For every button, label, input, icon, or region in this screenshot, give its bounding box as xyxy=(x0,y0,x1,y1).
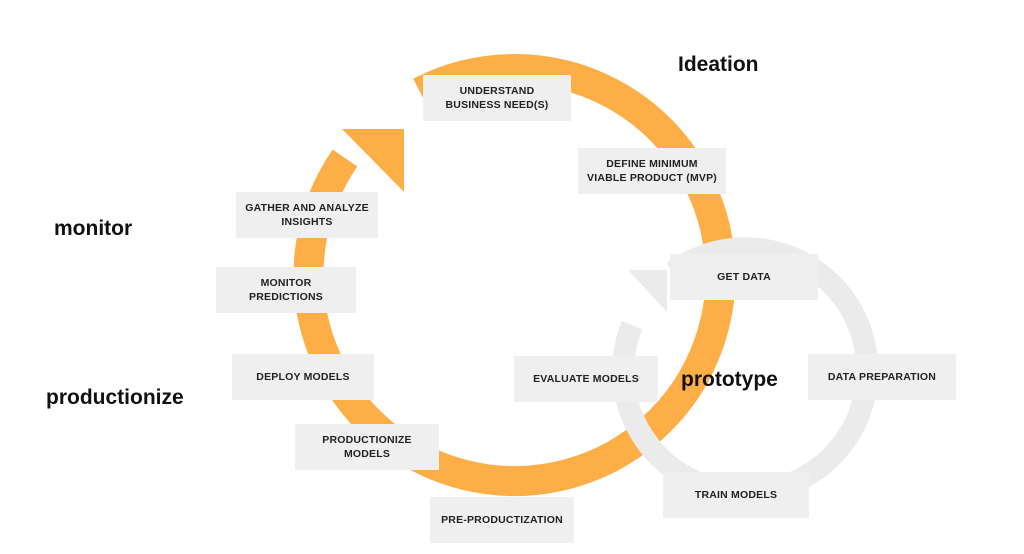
step-data-preparation: DATA PREPARATION xyxy=(808,354,956,400)
step-train-models: TRAIN MODELS xyxy=(663,472,809,518)
outer-cycle-arrowhead xyxy=(342,129,404,192)
step-pre-productization: PRE-PRODUCTIZATION xyxy=(430,497,574,543)
step-deploy-models: DEPLOY MODELS xyxy=(232,354,374,400)
inner-cycle-arrowhead xyxy=(628,270,667,312)
step-get-data: GET DATA xyxy=(670,254,818,300)
phase-label-productionize: productionize xyxy=(46,386,184,409)
phase-label-ideation: Ideation xyxy=(678,53,759,76)
phase-label-monitor: monitor xyxy=(54,217,133,240)
phase-label-prototype: prototype xyxy=(681,368,778,391)
step-evaluate-models: EVALUATE MODELS xyxy=(514,356,658,402)
inner-cycle-arc xyxy=(612,237,879,504)
